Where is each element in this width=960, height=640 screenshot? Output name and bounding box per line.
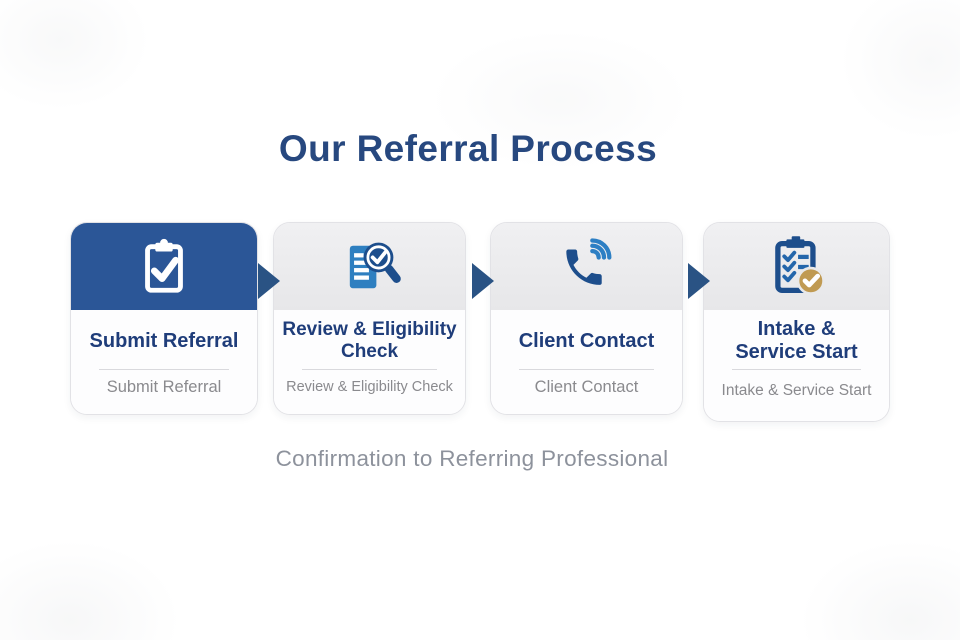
arrow-right-icon — [472, 263, 494, 299]
caption-text: Confirmation to Referring Professional — [275, 446, 669, 471]
step-card-body: Submit Referral Submit Referral — [71, 310, 257, 414]
step-card-intake-service-start: Intake & Service Start Intake & Service … — [703, 222, 890, 422]
background-artifact — [0, 0, 150, 110]
step-subtitle: Review & Eligibility Check — [286, 379, 453, 396]
divider — [302, 369, 437, 370]
step-title: Submit Referral — [89, 329, 239, 352]
step-subtitle: Client Contact — [534, 378, 639, 397]
step-card-body: Client Contact Client Contact — [491, 310, 682, 414]
step-card-submit-referral: Submit Referral Submit Referral — [70, 222, 258, 415]
background-artifact — [800, 540, 960, 640]
arrow-right-icon — [688, 263, 710, 299]
divider — [519, 369, 654, 370]
step-title: Intake & Service Start — [735, 318, 858, 363]
background-artifact — [840, 0, 960, 140]
step-card-client-contact: Client Contact Client Contact — [490, 222, 683, 415]
step-subtitle: Submit Referral — [106, 378, 222, 397]
step-title: Review & Eligibility Check — [282, 319, 457, 362]
clipboard-check-icon — [145, 238, 183, 293]
step-card-header — [491, 223, 682, 310]
step-card-header — [274, 223, 465, 310]
document-magnifier-check-icon — [349, 242, 401, 288]
arrow-right-icon — [258, 263, 280, 299]
phone-waves-icon — [565, 237, 611, 285]
step-card-header — [704, 223, 889, 310]
step-card-review-eligibility: Review & Eligibility Check Review & Elig… — [273, 222, 466, 415]
step-card-body: Review & Eligibility Check Review & Elig… — [274, 310, 465, 414]
step-card-header — [71, 223, 257, 310]
background-artifact — [0, 540, 180, 640]
page-title: Our Referral Process — [278, 128, 658, 169]
step-title: Client Contact — [518, 329, 655, 352]
divider — [731, 369, 862, 370]
step-card-body: Intake & Service Start Intake & Service … — [704, 310, 889, 421]
divider — [98, 369, 230, 370]
checklist-gold-badge-icon — [774, 235, 825, 295]
step-subtitle: Intake & Service Start — [721, 382, 872, 400]
